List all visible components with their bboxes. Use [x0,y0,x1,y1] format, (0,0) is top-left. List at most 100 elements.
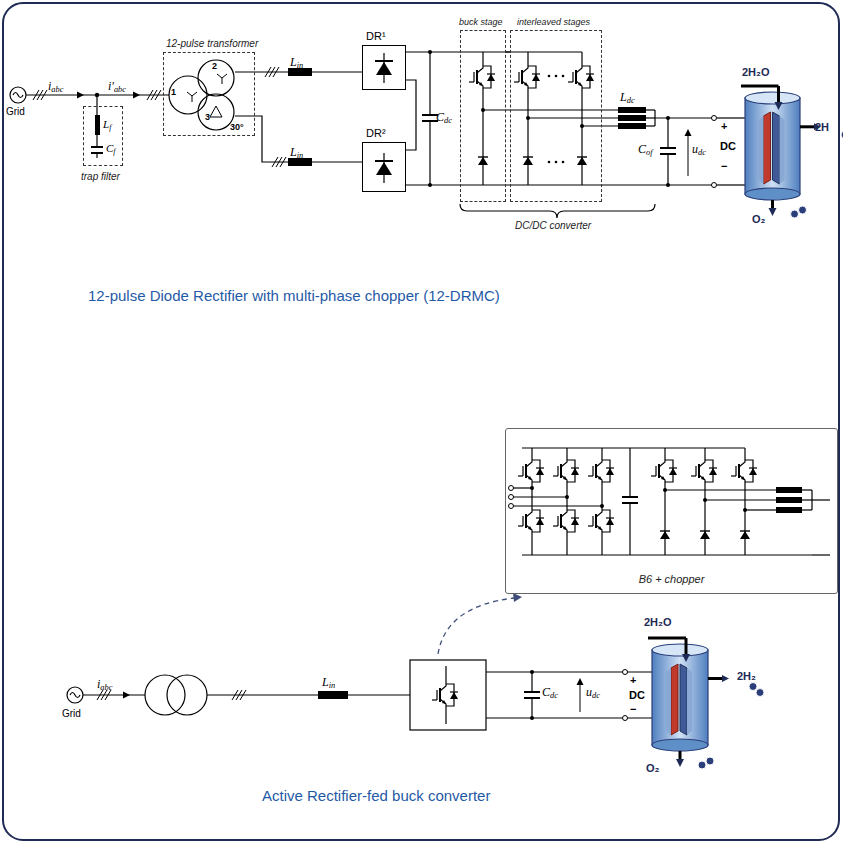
group-heading: trap filter [81,171,120,182]
terminal-sign: − [630,703,636,715]
diode-symbol [709,467,717,468]
junction [666,183,670,187]
diode-symbol [669,468,677,475]
group-heading: DR² [366,127,386,139]
diode-symbol [523,157,533,165]
capacitor-symbol [622,496,638,498]
igbt-symbol [731,475,736,476]
wire [531,672,532,692]
diode-symbol [536,467,544,468]
igbt-symbol [695,466,696,476]
electrode [780,116,785,184]
diode-symbol [532,73,540,74]
electrolyzer-body [745,188,800,200]
place-name: Grid [62,708,81,719]
component-name: Ldc [620,91,635,105]
rectifier-box: DR¹ [362,45,406,90]
wire [511,505,602,506]
water-arrow [648,637,686,640]
electrode [671,664,678,735]
igbt-symbol [528,476,532,480]
arrowhead [682,654,690,662]
igbt-symbol [557,516,558,526]
junction [666,116,670,120]
wire [83,694,145,695]
igbt-symbol [479,82,483,86]
igbt-symbol [572,72,573,82]
wire [717,184,745,185]
bubble [791,210,799,218]
wire [802,509,812,510]
component-name: Lin [290,56,303,70]
frame [3,3,839,840]
signal-name: iabc [97,678,112,692]
signal-name: udc [586,686,600,700]
electrolyzer-body [745,98,800,194]
wire [531,448,532,456]
brace [460,204,655,218]
winding-symbol [217,74,222,78]
group-heading: DC/DC converter [515,220,591,231]
wire [812,554,830,555]
wire [646,117,655,118]
wire [531,698,532,718]
group-heading: B6 + chopper [506,573,837,585]
igbt-symbol [563,476,567,480]
group-heading: DR¹ [366,30,386,42]
winding-symbol [222,78,223,84]
wire [96,135,97,147]
igbt-symbol [525,464,527,478]
ac-source [70,693,80,698]
wire [582,125,618,126]
wire [522,554,812,555]
dashed-group-box: trap filter [83,106,123,166]
wire [655,117,714,118]
output-name: 2H₂ [737,670,756,682]
diode-symbol [478,157,488,165]
input-name: 2H₂O [644,616,672,628]
igbt-symbol [661,476,665,480]
wire [522,447,745,448]
oxygen-arrow [771,200,774,208]
igbt-symbol [439,688,441,702]
bubble [756,689,764,697]
diode-symbol [700,531,710,539]
igbt-symbol [698,464,700,478]
wire [812,499,830,500]
wire [629,448,630,497]
igbt-symbol [741,476,745,480]
capacitor-symbol [91,146,103,148]
hydrogen-arrow [708,677,722,680]
component-name: Lin [290,146,303,160]
wire [96,95,97,115]
capacitor-symbol [422,114,438,116]
wire [665,489,776,490]
diode-symbol [487,74,495,81]
igbt-symbol [592,516,593,526]
igbt-symbol [560,464,562,478]
junction [530,716,534,720]
diode-symbol [450,691,458,692]
wire [601,486,602,506]
component-name: Lf [103,118,111,132]
arrowhead [769,208,777,216]
wire [646,109,655,110]
wire [482,52,483,62]
dashed-group-box: buck stage [460,30,506,202]
electrode [773,112,780,184]
capacitor-symbol [660,147,676,149]
wire [745,509,776,510]
component-name: Cof [638,143,653,157]
wire [482,172,483,185]
wire [566,536,567,555]
wire [802,489,812,490]
inset-box: B6 + chopper [505,428,838,594]
wire [566,448,567,456]
electrode [764,112,771,184]
hydrogen-arrow [800,125,814,128]
igbt-symbol [524,82,528,86]
wire [601,536,602,555]
wire [527,52,528,62]
inductor [776,487,802,493]
